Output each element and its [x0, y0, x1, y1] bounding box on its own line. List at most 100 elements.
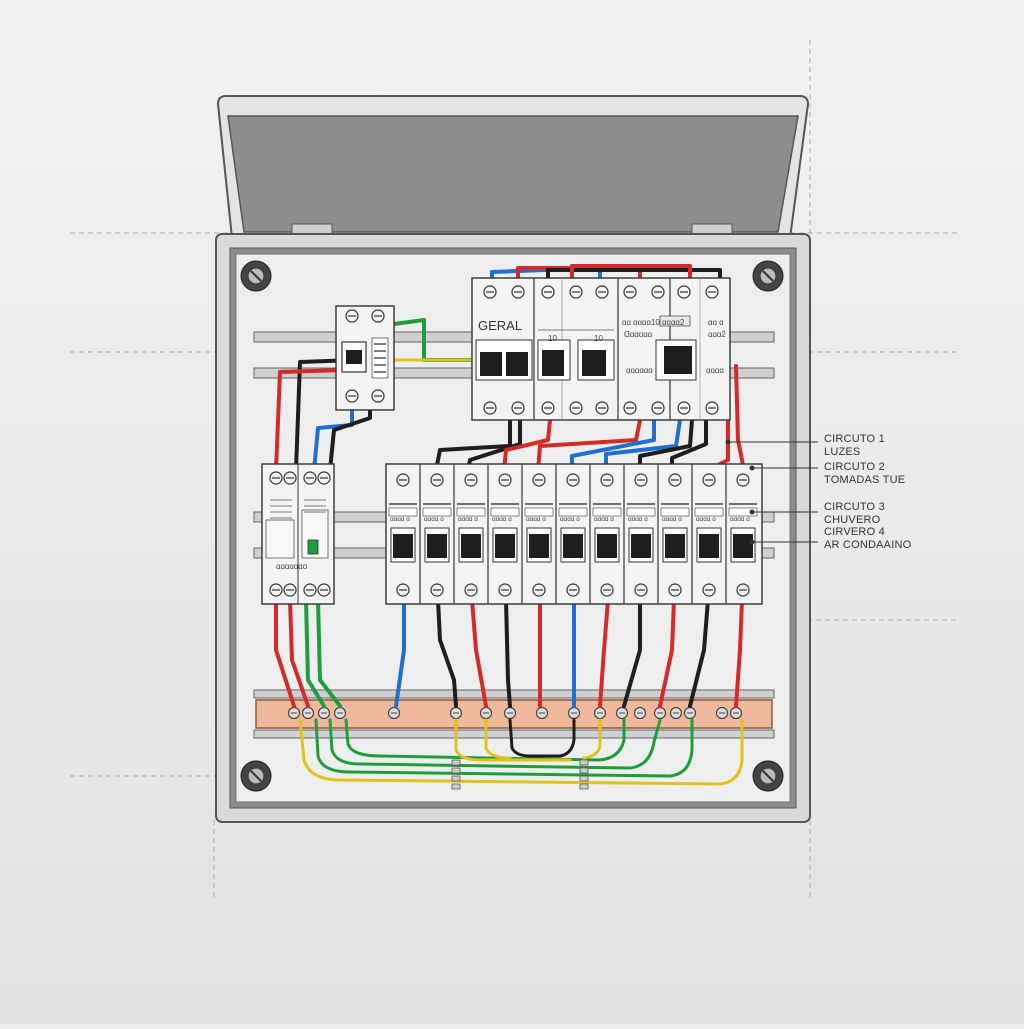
- dps-out-2: [288, 598, 310, 708]
- circuit-4-line1: CIRVERO 4: [824, 526, 885, 538]
- cable-tie: [451, 775, 461, 782]
- callout-dot: [749, 465, 755, 471]
- branch-breaker-label: ɑɑɑɑ ɑ: [662, 516, 682, 523]
- branch-breaker-label: ɑɑɑɑ ɑ: [390, 516, 410, 523]
- cable-tie: [579, 775, 589, 782]
- circuit-1-label: CIRCUTO 1 LUZES: [824, 433, 885, 459]
- idr-device: [335, 305, 395, 411]
- main-to-branch-1: [434, 418, 512, 472]
- callout-dot: [749, 539, 755, 545]
- circuit-2-line2: TOMADAS TUE: [824, 474, 906, 486]
- branch-breaker-label: ɑɑɑɑ ɑ: [696, 516, 716, 523]
- harness-yellow-2: [454, 718, 572, 762]
- branch-out-1: [394, 598, 406, 708]
- harness-green-3: [344, 718, 626, 762]
- cable-tie: [579, 783, 589, 790]
- callout-dot: [749, 509, 755, 515]
- branch-breaker: [388, 473, 418, 597]
- enclosure-lid: [216, 95, 810, 239]
- harness-green-2: [328, 718, 662, 770]
- dps-label: ɑɑɑɑɑɑɑ: [276, 562, 308, 571]
- branch-breaker: [725, 464, 758, 604]
- corner-screw: [752, 760, 784, 792]
- dps-out-4: [316, 598, 342, 708]
- main-breaker-rating-1: 10: [548, 334, 557, 343]
- corner-screw: [240, 760, 272, 792]
- devices: [261, 277, 763, 605]
- circuit-1-line2: LUZES: [824, 446, 861, 458]
- idr-neutral: [312, 408, 354, 472]
- main-to-branch-5: [570, 418, 656, 472]
- branch-breaker-label: ɑɑɑɑ ɑ: [560, 516, 580, 523]
- circuit-4-label: CIRVERO 4 AR CONDAAINO: [824, 526, 911, 552]
- circuit-1-line1: CIRCUTO 1: [824, 433, 885, 445]
- harness-yellow-1: [298, 718, 744, 786]
- cable-tie: [579, 759, 589, 766]
- harness-yellow-4: [582, 718, 602, 760]
- cable-tie: [451, 759, 461, 766]
- harness-green-1: [314, 718, 694, 778]
- cable-tie: [451, 783, 461, 790]
- cable-tie: [451, 767, 461, 774]
- dps-out-1: [274, 598, 296, 708]
- idr-phase: [274, 368, 346, 472]
- circuit-3-line1: CIRCUTO 3: [824, 501, 885, 513]
- dps-device: [261, 463, 335, 605]
- branch-breaker-row: [385, 463, 763, 605]
- corner-screws: [240, 260, 784, 792]
- branch-breaker: [555, 464, 588, 604]
- branch-out-10: [688, 598, 710, 708]
- circuit-4-line2: AR CONDAAINO: [824, 539, 912, 551]
- callout-dot: [725, 439, 731, 445]
- branch-out-9: [658, 598, 676, 708]
- circuit-2-label: CIRCUTO 2 TOMADAS TUE: [824, 461, 905, 487]
- dr-label-2: Ɑɑɑɑɑɑ: [624, 330, 653, 339]
- branch-out-4: [504, 598, 512, 708]
- main-to-branch-3: [502, 418, 552, 472]
- corner-screw: [752, 260, 784, 292]
- circuit-3-line2: CHUVERO: [824, 514, 881, 526]
- dps-out-3: [304, 598, 326, 708]
- main-to-branch-6: [604, 418, 682, 472]
- earth-busbar: [255, 699, 773, 729]
- idr-return-2: [328, 408, 372, 472]
- branch-breaker-label: ɑɑɑɑ ɑ: [424, 516, 444, 523]
- branch-breaker-label: ɑɑɑɑ ɑ: [458, 516, 478, 523]
- branch-out-7: [598, 598, 610, 708]
- corner-screw: [240, 260, 272, 292]
- cable-tie: [579, 767, 589, 774]
- feeder-return: [546, 268, 722, 284]
- branch-breaker-label: ɑɑɑɑ ɑ: [492, 516, 512, 523]
- branch-breaker: [487, 464, 520, 604]
- circuit-3-label: CIRCUTO 3 CHUVERO: [824, 501, 885, 527]
- branch-breaker: [521, 464, 554, 604]
- branch-breaker: [589, 464, 622, 604]
- harness-return: [508, 718, 576, 758]
- branch-breaker-label: ɑɑɑɑ ɑ: [730, 516, 750, 523]
- branch-breaker-label: ɑɑɑɑ ɑ: [628, 516, 648, 523]
- main-breaker-label: GERAL: [478, 318, 523, 333]
- dr-side-label-2: ɑɑɑ2: [708, 330, 726, 339]
- main-to-branch-7: [638, 418, 694, 472]
- branch-out-3: [470, 598, 488, 708]
- circuit-2-line1: CIRCUTO 2: [824, 461, 885, 473]
- dr-side-label-1: ɑɑ ɑ: [708, 318, 724, 327]
- main-to-branch-10: [734, 364, 746, 472]
- main-breaker-rating-2: 10: [594, 334, 603, 343]
- branch-breaker: [623, 464, 656, 604]
- branch-breaker-label: ɑɑɑɑ ɑ: [526, 516, 546, 523]
- branch-breaker: [419, 464, 452, 604]
- dr-side-label-3: ɑɑɑɑ: [706, 366, 724, 375]
- main-to-branch-4: [536, 418, 642, 472]
- branch-out-8: [622, 598, 642, 708]
- dr-label-3: ɑɑɑɑɑɑ: [626, 366, 653, 375]
- callout-lines: [725, 439, 818, 545]
- branch-breaker: [691, 464, 724, 604]
- branch-out-2: [436, 598, 458, 708]
- dr-label-1: ɑɑ ɑɑɑɑ10 ɑɑɑɑ2: [622, 318, 685, 327]
- main-breaker-block: [471, 277, 731, 421]
- branch-breaker: [657, 464, 690, 604]
- feeder-phase-2: [570, 264, 692, 284]
